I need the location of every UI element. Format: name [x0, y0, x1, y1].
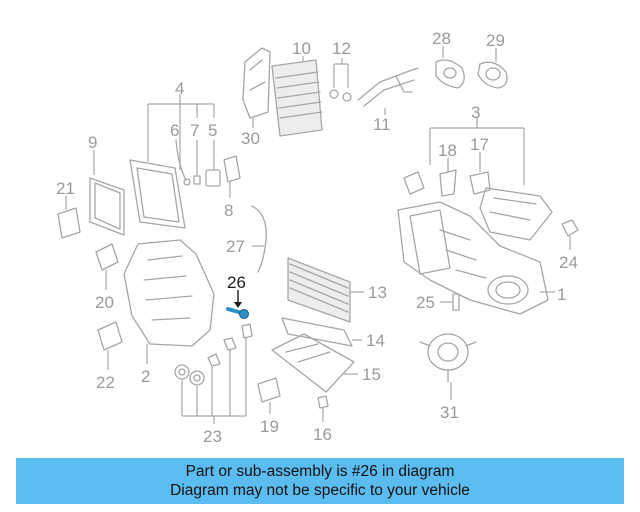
callout-9: 9	[88, 133, 97, 152]
part-19-bracket	[257, 377, 281, 414]
part-21-flap	[57, 196, 81, 239]
part-5-bracket	[205, 140, 221, 187]
part-8-sensor	[223, 155, 241, 198]
part-28-seal	[435, 46, 465, 89]
part-6-clip	[175, 139, 191, 186]
part-20-bracket	[95, 243, 119, 290]
callout-28: 28	[432, 29, 451, 48]
part-9-cabin-filter	[89, 150, 125, 236]
part-17-bracket	[469, 152, 491, 195]
part-23-grommets	[174, 323, 253, 424]
part-3-door-assembly	[479, 187, 553, 241]
callout-3: 3	[471, 103, 480, 122]
part-24-clip	[561, 219, 579, 250]
info-banner: Part or sub-assembly is #26 in diagram D…	[16, 458, 624, 504]
callout-18: 18	[438, 141, 457, 160]
part-29-seal	[477, 48, 508, 89]
part-3-group	[429, 118, 525, 185]
callout-6: 6	[170, 121, 179, 140]
callout-29: 29	[486, 31, 505, 50]
callout-17: 17	[470, 135, 489, 154]
banner-line-part-number: Part or sub-assembly is #26 in diagram	[185, 463, 455, 480]
callout-23: 23	[203, 427, 222, 446]
part-7-clip	[193, 140, 201, 185]
callouts: 1 2 3 4 5 6 7 8 9 10 11 12 13 14 15 16 1…	[56, 29, 578, 446]
part-16-clip	[317, 395, 329, 422]
part-18-bracket	[439, 158, 457, 197]
callout-12: 12	[332, 39, 351, 58]
parts-diagram: 1 2 3 4 5 6 7 8 9 10 11 12 13 14 15 16 1…	[56, 29, 579, 446]
callout-24: 24	[559, 253, 578, 272]
callout-25: 25	[416, 293, 435, 312]
callout-26-highlighted: 26	[227, 273, 246, 292]
callout-22: 22	[96, 373, 115, 392]
callout-30: 30	[241, 129, 260, 148]
part-13-filter	[287, 257, 364, 323]
part-22-bracket	[97, 321, 123, 370]
part-3-actuator	[403, 171, 425, 195]
banner-line-disclaimer: Diagram may not be specific to your vehi…	[170, 482, 470, 499]
part-4-heater-core	[129, 94, 215, 229]
part-14-frame	[281, 317, 362, 347]
callout-19: 19	[260, 417, 279, 436]
callout-16: 16	[313, 425, 332, 444]
callout-31: 31	[440, 403, 459, 422]
callout-20: 20	[95, 293, 114, 312]
callout-14: 14	[366, 331, 385, 350]
part-11-pipes	[357, 67, 419, 115]
callout-4: 4	[175, 79, 184, 98]
callout-15: 15	[362, 365, 381, 384]
part-31-blower-motor	[419, 333, 477, 400]
callout-21: 21	[56, 179, 75, 198]
callout-5: 5	[208, 121, 217, 140]
callout-10: 10	[292, 39, 311, 58]
part-12-orings	[329, 58, 352, 102]
part-26-screw-highlighted	[226, 290, 249, 319]
part-30-housing	[242, 47, 271, 128]
callout-2: 2	[141, 367, 150, 386]
part-1-case	[397, 201, 555, 315]
callout-11: 11	[373, 115, 391, 134]
part-10-evaporator	[271, 56, 323, 137]
part-25-sensor	[440, 293, 460, 311]
part-2-distribution-case	[123, 239, 215, 364]
callout-7: 7	[190, 121, 199, 140]
callout-8: 8	[224, 201, 233, 220]
callout-13: 13	[368, 283, 387, 302]
callout-27: 27	[226, 237, 245, 256]
part-27-hose	[251, 205, 267, 273]
part-15-tray	[271, 333, 358, 393]
callout-1: 1	[557, 285, 566, 304]
